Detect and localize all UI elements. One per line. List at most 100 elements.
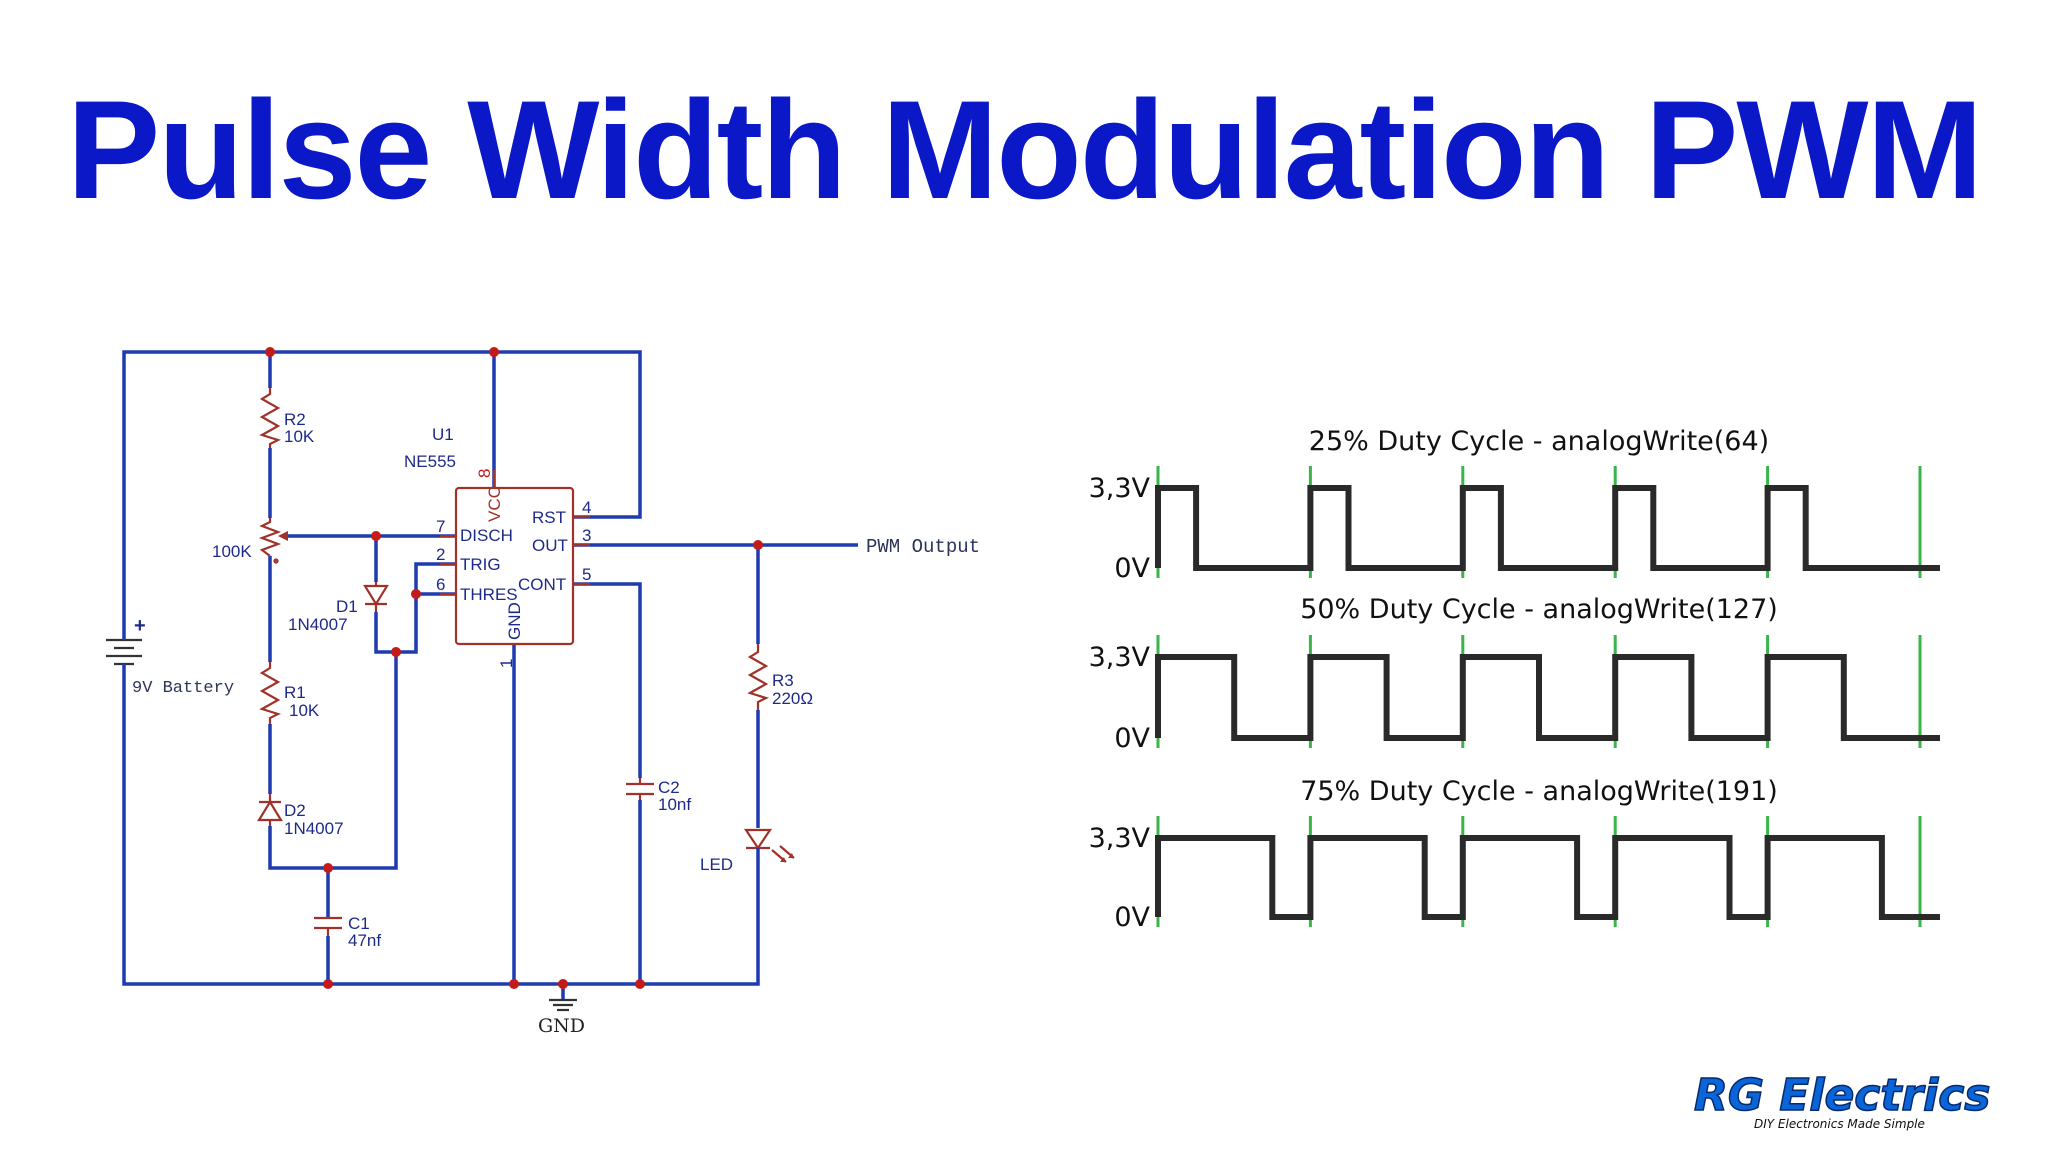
ic-ref: U1	[432, 425, 454, 444]
wiper-dot	[273, 558, 279, 564]
wire-top-rail	[122, 350, 642, 625]
led-symbol	[743, 828, 773, 850]
ic-name: NE555	[404, 452, 456, 471]
pin-num-rst: 4	[582, 498, 591, 517]
pwm-output-label: PWM Output	[866, 536, 980, 558]
diode-symbol	[363, 584, 389, 607]
waveform-1: 25% Duty Cycle - analogWrite(64) 3,3V 0V	[1089, 426, 1940, 584]
junction-node	[509, 979, 519, 989]
junction-node	[323, 979, 333, 989]
wire-d1-bottom	[374, 562, 456, 654]
potentiometer: 100K	[212, 518, 288, 564]
junction-node	[391, 647, 401, 657]
high-level-label: 3,3V	[1089, 823, 1151, 854]
led-label: LED	[700, 855, 733, 874]
schematic: U1 NE555 VCC 8 RST 4 OUT 3 CONT 5 DISCH …	[106, 347, 980, 1037]
resistor-r3: R3 220Ω	[747, 644, 813, 710]
wires	[122, 350, 858, 1000]
low-level-label: 0V	[1114, 723, 1150, 754]
pwm-wave	[1155, 835, 1940, 920]
led: LED	[700, 828, 795, 874]
pin-num-cont: 5	[582, 565, 591, 584]
resistor-symbol	[259, 388, 281, 448]
r3-value: 220Ω	[772, 689, 813, 708]
d1-ref: D1	[336, 597, 358, 616]
pin-num-thres: 6	[436, 575, 445, 594]
junction-node	[558, 979, 568, 989]
ground-label: GND	[538, 1015, 585, 1037]
wiper-arrow-head	[278, 531, 288, 541]
r1-value: 10K	[289, 701, 320, 720]
junction-node	[489, 347, 499, 357]
c1-value: 47nf	[348, 931, 381, 950]
waveform-title: 25% Duty Cycle - analogWrite(64)	[1309, 426, 1769, 457]
waveform-title: 50% Duty Cycle - analogWrite(127)	[1300, 594, 1778, 625]
waveform-2: 50% Duty Cycle - analogWrite(127) 3,3V 0V	[1089, 594, 1940, 754]
junction-nodes	[265, 347, 763, 989]
led-arrow-head	[788, 853, 794, 858]
diode-d2: D2 1N4007	[257, 794, 344, 838]
pin-num-out: 3	[582, 526, 591, 545]
c2-value: 10nf	[658, 795, 691, 814]
waveforms: 25% Duty Cycle - analogWrite(64)3,3V0V50…	[1089, 426, 1940, 933]
resistor-r2: R2 10K	[259, 388, 315, 448]
pin-label-thres: THRES	[460, 585, 518, 604]
waveform-title: 75% Duty Cycle - analogWrite(191)	[1300, 776, 1778, 807]
pin-num-gnd: 1	[497, 659, 516, 668]
pin-label-rst: RST	[532, 508, 566, 527]
waveform-3: 75% Duty Cycle - analogWrite(191) 3,3V 0V	[1089, 776, 1940, 933]
pin-label-cont: CONT	[518, 575, 566, 594]
high-level-label: 3,3V	[1089, 642, 1151, 673]
pwm-wave	[1155, 654, 1940, 741]
low-level-label: 0V	[1114, 902, 1150, 933]
led-arrow-head	[780, 857, 786, 862]
brand-logo: RG Electrics DIY Electronics Made Simple	[1693, 1069, 1991, 1131]
r3-ref: R3	[772, 671, 794, 690]
battery-plus: +	[134, 615, 146, 637]
page-title: Pulse Width Modulation PWM	[66, 71, 1983, 228]
c2-ref: C2	[658, 778, 680, 797]
capacitor-c1: C1 47nf	[314, 914, 381, 950]
wire-ground-rail	[122, 668, 760, 986]
resistor-r1: R1 10K	[259, 662, 320, 724]
pwm-wave	[1155, 485, 1940, 571]
diode-symbol	[257, 799, 283, 822]
pin-label-trig: TRIG	[460, 555, 501, 574]
wire-cont	[573, 582, 642, 778]
ground-symbol: GND	[538, 998, 585, 1037]
junction-node	[411, 589, 421, 599]
battery: + 9V Battery	[106, 615, 234, 698]
low-level-label: 0V	[1114, 553, 1150, 584]
d1-value: 1N4007	[288, 615, 348, 634]
r2-ref: R2	[284, 410, 306, 429]
pin-num-vcc: 8	[475, 469, 494, 478]
junction-node	[265, 347, 275, 357]
pin-label-gnd: GND	[505, 602, 524, 640]
r1-ref: R1	[284, 683, 306, 702]
pin-label-out: OUT	[532, 536, 568, 555]
junction-node	[323, 863, 333, 873]
pin-num-trig: 2	[436, 545, 445, 564]
pin-num-disch: 7	[436, 517, 445, 536]
capacitor-c2: C2 10nf	[626, 778, 691, 814]
high-level-label: 3,3V	[1089, 473, 1151, 504]
c1-ref: C1	[348, 914, 370, 933]
junction-node	[371, 531, 381, 541]
resistor-symbol	[259, 662, 281, 724]
r2-value: 10K	[284, 427, 315, 446]
pot-value: 100K	[212, 542, 252, 561]
pin-label-disch: DISCH	[460, 526, 513, 545]
logo-text: RG Electrics	[1694, 1070, 1990, 1121]
d2-value: 1N4007	[284, 819, 344, 838]
junction-node	[635, 979, 645, 989]
logo-tagline: DIY Electronics Made Simple	[1754, 1117, 1925, 1131]
diode-d1: D1 1N4007	[288, 582, 389, 634]
pin-label-vcc: VCC	[485, 486, 504, 522]
potentiometer-symbol	[258, 518, 282, 557]
ic-body	[454, 486, 575, 646]
battery-label: 9V Battery	[132, 679, 234, 698]
ne555-ic: U1 NE555 VCC 8 RST 4 OUT 3 CONT 5 DISCH …	[404, 425, 591, 668]
d2-ref: D2	[284, 801, 306, 820]
junction-node	[753, 540, 763, 550]
